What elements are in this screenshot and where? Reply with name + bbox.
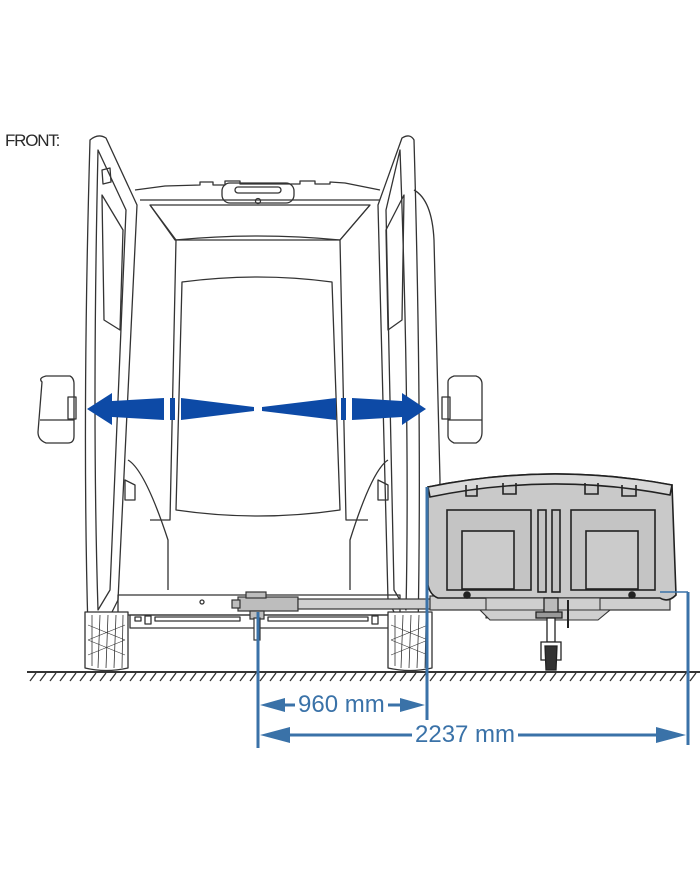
right-door <box>377 135 420 641</box>
dimension-label-2237: 2237 mm <box>412 722 519 748</box>
door-swing-arrow <box>87 393 426 425</box>
dimension-label-960: 960 mm <box>295 692 388 718</box>
carrier-rail <box>231 591 671 641</box>
jockey-wheel <box>535 597 569 671</box>
dimension-lines <box>256 487 690 748</box>
right-tire <box>387 611 433 672</box>
right-mirror <box>441 375 483 444</box>
ground-line <box>27 671 700 682</box>
left-mirror <box>37 375 77 444</box>
left-door <box>84 135 138 641</box>
view-label: FRONT: <box>5 131 60 150</box>
left-tire <box>84 611 129 672</box>
cargo-interior <box>124 204 389 590</box>
cargo-box <box>427 473 677 601</box>
